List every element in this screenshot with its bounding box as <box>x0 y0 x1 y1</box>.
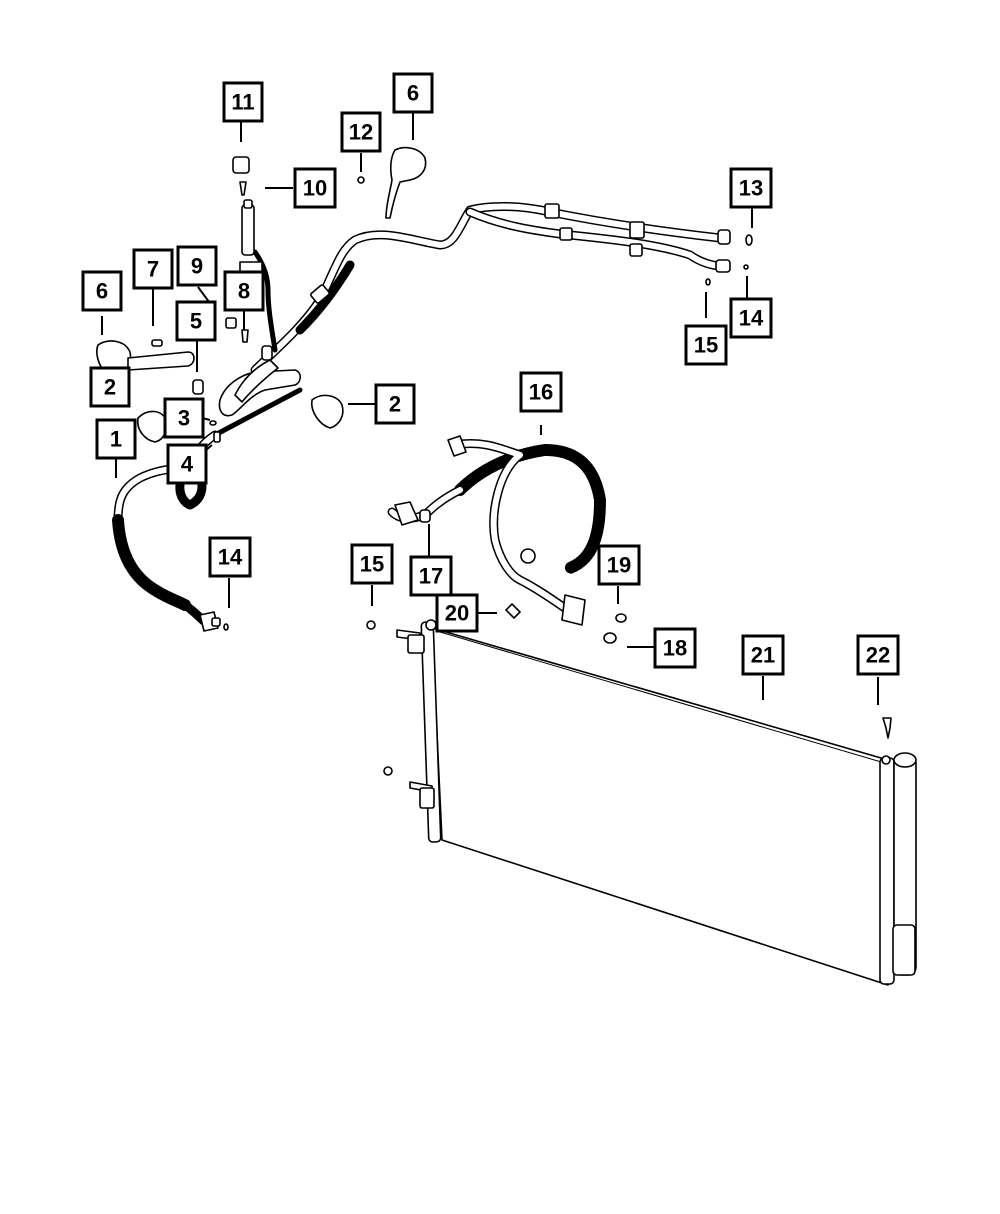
svg-text:7: 7 <box>147 257 159 282</box>
leader-lines <box>101 113 879 705</box>
callout-22: 22 <box>856 634 900 676</box>
callout-6-top: 6 <box>392 72 434 114</box>
callout-20: 20 <box>435 593 479 633</box>
hardware <box>96 146 892 776</box>
callout-19: 19 <box>597 544 641 586</box>
svg-text:6: 6 <box>407 81 419 106</box>
callout-14-right: 14 <box>729 297 773 339</box>
svg-text:19: 19 <box>607 553 631 578</box>
callout-8: 8 <box>223 270 265 312</box>
callout-15-left: 15 <box>350 543 394 585</box>
svg-text:3: 3 <box>178 406 190 431</box>
svg-text:8: 8 <box>238 279 250 304</box>
callout-6-left: 6 <box>81 270 123 312</box>
svg-text:18: 18 <box>663 636 687 661</box>
svg-text:11: 11 <box>231 90 254 115</box>
svg-text:2: 2 <box>104 375 116 400</box>
svg-text:1: 1 <box>110 427 122 452</box>
svg-text:12: 12 <box>349 120 373 145</box>
callout-1: 1 <box>95 418 137 460</box>
parts-artwork <box>96 146 917 986</box>
callout-14-left: 14 <box>208 536 252 578</box>
callout-11: 11 <box>222 81 264 123</box>
svg-text:15: 15 <box>360 552 384 577</box>
svg-text:17: 17 <box>419 564 443 589</box>
svg-text:2: 2 <box>389 392 401 417</box>
discharge-line-hose <box>387 435 607 626</box>
callout-10: 10 <box>293 167 337 209</box>
svg-text:6: 6 <box>96 279 108 304</box>
callout-3: 3 <box>163 397 205 439</box>
callout-4: 4 <box>166 443 208 485</box>
svg-text:14: 14 <box>218 545 243 570</box>
svg-text:20: 20 <box>445 601 469 626</box>
callout-17: 17 <box>409 555 453 597</box>
svg-text:4: 4 <box>181 452 194 477</box>
callout-18: 18 <box>653 627 697 669</box>
svg-text:22: 22 <box>866 643 890 668</box>
callout-15-right: 15 <box>684 324 728 366</box>
callout-7: 7 <box>132 248 174 290</box>
callout-13: 13 <box>729 167 773 209</box>
callout-5: 5 <box>175 300 217 342</box>
condenser <box>396 619 917 986</box>
svg-text:5: 5 <box>190 309 202 334</box>
callout-2-bracket: 2 <box>89 366 131 408</box>
svg-text:16: 16 <box>529 380 553 405</box>
callout-9: 9 <box>176 245 218 287</box>
svg-text:9: 9 <box>191 254 203 279</box>
svg-text:10: 10 <box>303 176 327 201</box>
svg-text:15: 15 <box>694 333 718 358</box>
svg-text:21: 21 <box>751 643 775 668</box>
svg-text:14: 14 <box>739 306 764 331</box>
svg-text:13: 13 <box>739 176 763 201</box>
callout-16: 16 <box>519 371 563 413</box>
callout-2-clamp: 2 <box>374 383 416 425</box>
suction-line-assembly <box>218 199 731 417</box>
callout-21: 21 <box>741 634 785 676</box>
callout-12: 12 <box>340 111 382 153</box>
